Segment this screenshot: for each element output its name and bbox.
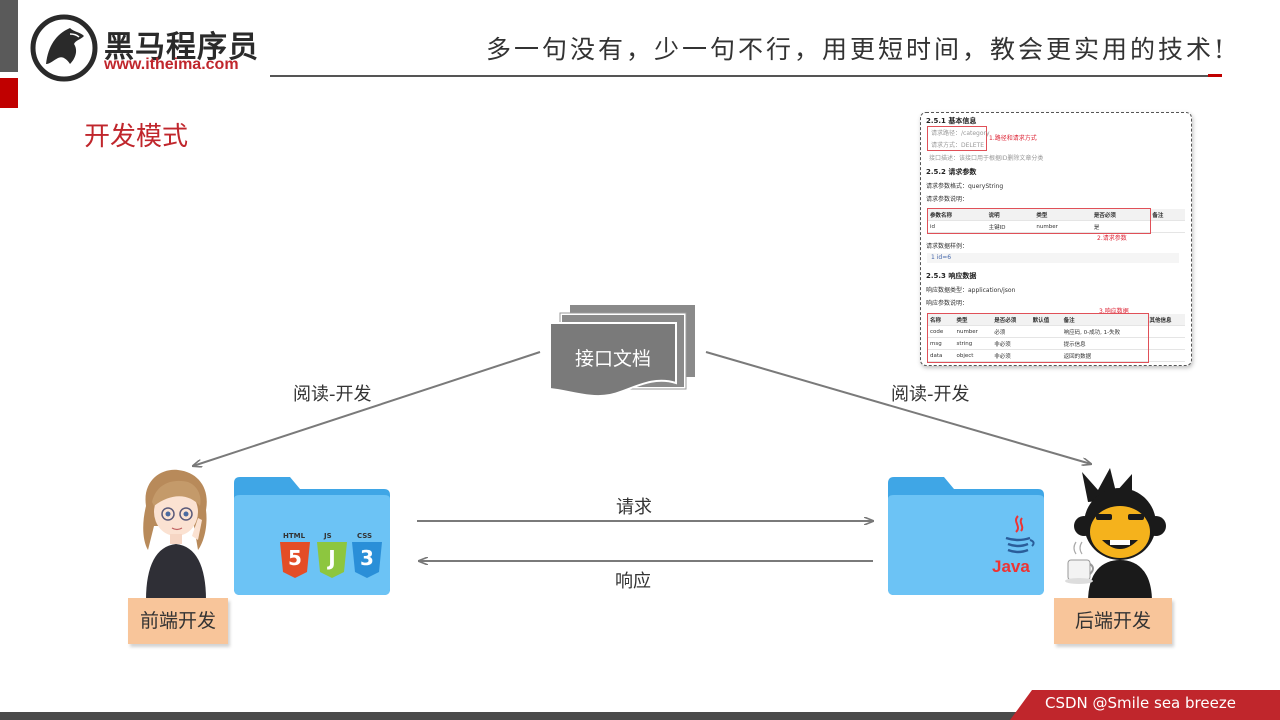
resp-head-cell: 是否必须 bbox=[991, 314, 1030, 326]
edge-label-response: 响应 bbox=[615, 571, 651, 592]
req-head-cell: 是否必须 bbox=[1090, 209, 1150, 221]
resp-cell: 必须 bbox=[991, 325, 1030, 338]
resp-cell: object bbox=[953, 349, 992, 362]
backend-caption: 后端开发 bbox=[1054, 598, 1172, 644]
resp-cell: msg bbox=[927, 337, 954, 350]
doc-response-table: 名称 类型 是否必须 默认值 备注 其他信息 code number 必须 响应… bbox=[927, 314, 1185, 362]
req-cell: id bbox=[927, 220, 986, 233]
doc-resp-desc: 响应参数说明： bbox=[926, 300, 969, 307]
req-head-cell: 备注 bbox=[1149, 209, 1185, 221]
css-badge-label: CSS bbox=[357, 532, 373, 540]
css3-numeral: 3 bbox=[360, 546, 374, 570]
doc-param-desc: 请求参数说明： bbox=[926, 196, 969, 203]
resp-cell: 非必须 bbox=[991, 349, 1030, 362]
resp-cell: number bbox=[953, 325, 992, 338]
doc-path-line: 请求路径：/category bbox=[931, 130, 990, 137]
html5-numeral: 5 bbox=[288, 546, 302, 570]
header-divider-accent bbox=[1208, 74, 1222, 77]
doc-note-request: 2.请求参数 bbox=[1097, 235, 1127, 242]
req-cell: 主键ID bbox=[985, 220, 1034, 233]
document-stack-icon bbox=[550, 305, 695, 398]
req-head-cell: 类型 bbox=[1033, 209, 1091, 221]
doc-example-label: 请求数据样例： bbox=[926, 243, 969, 250]
frontend-caption: 前端开发 bbox=[128, 598, 228, 644]
js-shield-icon bbox=[317, 542, 347, 578]
html-badge-label: HTML bbox=[283, 532, 306, 540]
api-doc-preview: 2.5.1 基本信息 请求路径：/category 请求方式：DELETE 1.… bbox=[920, 112, 1192, 366]
doc-method-line: 请求方式：DELETE bbox=[931, 142, 985, 149]
edge-doc-to-frontend bbox=[193, 351, 541, 466]
resp-head-cell: 类型 bbox=[953, 314, 992, 326]
resp-cell bbox=[1029, 337, 1061, 350]
resp-cell: code bbox=[927, 325, 954, 338]
resp-cell: string bbox=[953, 337, 992, 350]
resp-cell: 返回的数据 bbox=[1060, 349, 1147, 362]
resp-head-cell: 其他信息 bbox=[1146, 314, 1185, 326]
backend-folder-icon bbox=[888, 477, 1044, 595]
edge-label-request: 请求 bbox=[616, 497, 652, 518]
edge-label-right: 阅读-开发 bbox=[891, 384, 970, 405]
doc-note-response: 3.响应数据 bbox=[1099, 308, 1129, 315]
css3-shield-icon bbox=[352, 542, 382, 578]
frontend-tech-badges: HTML JS CSS 5 J 3 bbox=[280, 532, 390, 582]
req-head-cell: 说明 bbox=[985, 209, 1034, 221]
java-label: Java bbox=[992, 557, 1030, 576]
resp-cell: 提示信息 bbox=[1060, 337, 1147, 350]
header-divider bbox=[270, 75, 1222, 77]
html5-shield-icon bbox=[280, 542, 310, 578]
center-node-label: 接口文档 bbox=[574, 348, 651, 370]
resp-cell bbox=[1146, 349, 1185, 362]
horse-logo-icon bbox=[30, 14, 98, 82]
resp-head-cell: 名称 bbox=[927, 314, 954, 326]
req-cell: 是 bbox=[1090, 220, 1150, 233]
backend-developer-avatar bbox=[1065, 468, 1166, 602]
req-head-cell: 参数名称 bbox=[927, 209, 986, 221]
header-slogan: 多一句没有，少一句不行，用更短时间，教会更实用的技术! bbox=[486, 35, 1228, 64]
footer-bar bbox=[0, 712, 1280, 720]
header-left-accent bbox=[0, 78, 18, 108]
logo-brand-text: 黑马程序员 bbox=[104, 30, 259, 65]
edge-label-left: 阅读-开发 bbox=[293, 384, 372, 405]
doc-path-highlight-box bbox=[927, 126, 987, 151]
resp-cell bbox=[1029, 349, 1061, 362]
header-left-bar bbox=[0, 0, 18, 72]
js-badge-label: JS bbox=[324, 532, 332, 540]
doc-section-request-params: 2.5.2 请求参数 bbox=[926, 168, 977, 176]
resp-cell: data bbox=[927, 349, 954, 362]
doc-resp-type: 响应数据类型：application/json bbox=[926, 287, 1016, 294]
page-title: 开发模式 bbox=[84, 122, 189, 152]
frontend-developer-avatar bbox=[143, 469, 207, 600]
doc-request-table: 参数名称 说明 类型 是否必须 备注 id 主键ID number 是 bbox=[927, 209, 1185, 233]
doc-section-basic-info: 2.5.1 基本信息 bbox=[926, 117, 977, 125]
logo-url[interactable]: www.itheima.com bbox=[104, 56, 239, 73]
doc-desc-line: 接口描述：该接口用于根据ID删除文章分类 bbox=[929, 155, 1044, 162]
req-cell bbox=[1149, 220, 1185, 233]
resp-cell: 响应码, 0-成功, 1-失败 bbox=[1060, 325, 1147, 338]
doc-example-code: 1 id=6 bbox=[931, 254, 952, 261]
edge-doc-to-backend bbox=[705, 351, 1091, 464]
doc-section-response: 2.5.3 响应数据 bbox=[926, 272, 977, 280]
resp-cell: 非必须 bbox=[991, 337, 1030, 350]
resp-head-cell: 默认值 bbox=[1029, 314, 1061, 326]
doc-response-highlight-box bbox=[927, 313, 1149, 363]
js-numeral: J bbox=[328, 546, 336, 570]
footer-red-banner bbox=[1010, 690, 1280, 720]
doc-format-line: 请求参数格式：queryString bbox=[926, 183, 1004, 190]
footer-watermark-text: CSDN @Smile sea breeze bbox=[1045, 694, 1236, 712]
doc-request-highlight-box bbox=[927, 208, 1151, 234]
doc-note-path: 1.路径和请求方式 bbox=[989, 135, 1037, 142]
resp-cell bbox=[1029, 325, 1061, 338]
doc-example-codeblock bbox=[927, 253, 1179, 263]
resp-cell bbox=[1146, 325, 1185, 338]
resp-head-cell: 备注 bbox=[1060, 314, 1147, 326]
frontend-folder-icon bbox=[234, 477, 390, 595]
resp-cell bbox=[1146, 337, 1185, 350]
req-cell: number bbox=[1033, 220, 1091, 233]
java-cup-icon bbox=[1005, 515, 1035, 554]
